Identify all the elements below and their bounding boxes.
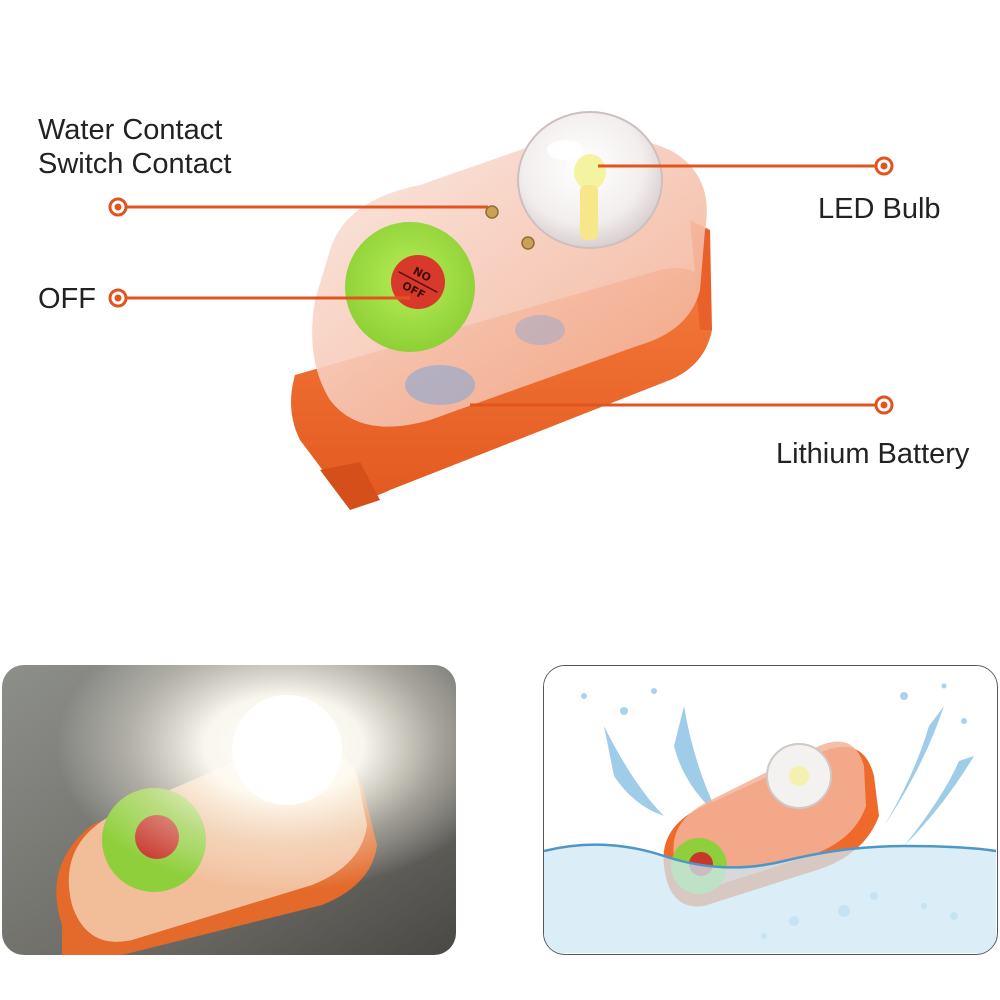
lithium-battery-label: Lithium Battery	[776, 438, 970, 470]
callout-leaders	[108, 156, 894, 415]
light-on-photo	[2, 665, 456, 955]
water-contact-label: Water Contact Switch Contact	[38, 113, 231, 181]
water-contact-line2: Switch Contact	[38, 148, 232, 180]
led-glow-icon	[232, 695, 342, 805]
water-splash-photo	[543, 665, 998, 955]
water-contact-pin-2	[521, 236, 535, 250]
water-surface	[544, 844, 996, 953]
water-contact-pin-1	[485, 205, 499, 219]
water-contact-line1: Water Contact	[38, 114, 223, 146]
off-label: OFF	[38, 283, 96, 315]
led-bulb-label: LED Bulb	[818, 193, 941, 225]
